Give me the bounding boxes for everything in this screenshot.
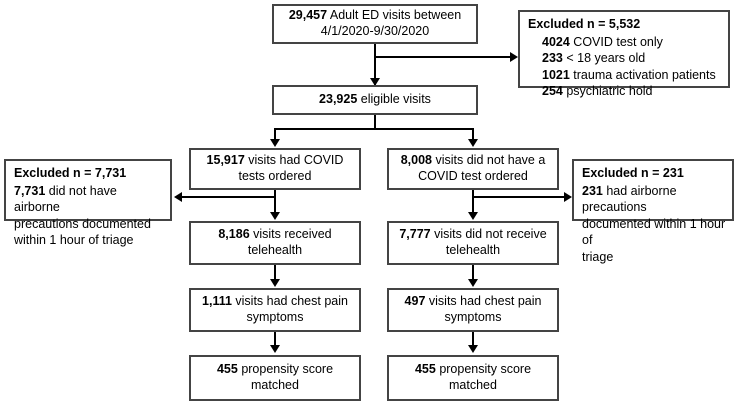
node-excluded-top: Excluded n = 5,532 4024 COVID test only … [518, 10, 730, 98]
arrow-to-telehealth-yes-icon [270, 212, 280, 220]
eligible-label: eligible visits [360, 92, 431, 107]
excluded-left-line2: precautions documented [14, 216, 151, 231]
connector-eligible-split [274, 128, 474, 130]
arrow-to-covid-not-tested-icon [468, 139, 478, 147]
matched-left-count: 455 [216, 362, 238, 377]
excluded-right-line1: 231 had airborne precautions [582, 183, 677, 215]
arrow-cohort-to-excluded-icon [510, 52, 518, 62]
node-chest-pain-right: 497 visits had chest pain symptoms [387, 288, 559, 332]
arrow-to-matched-left-icon [270, 345, 280, 353]
node-telehealth-no-text: 7,777 visits did not receive telehealth [393, 227, 552, 258]
connector-covid-not-tested-to-excluded-right [472, 196, 565, 198]
arrow-to-excluded-left-icon [174, 192, 182, 202]
eligible-count: 23,925 [319, 92, 358, 107]
arrow-to-matched-right-icon [468, 345, 478, 353]
excluded-top-item-2: 1021 trauma activation patients [542, 67, 716, 82]
telehealth-no-line2: telehealth [445, 243, 501, 257]
covid-tested-count: 15,917 [206, 153, 245, 168]
excluded-right-line3: triage [582, 249, 614, 264]
node-chest-pain-left-text: 1,111 visits had chest pain symptoms [196, 294, 354, 325]
connector-chest-pain-left-down [274, 332, 276, 349]
covid-tested-line2: tests ordered [238, 169, 312, 183]
cohort-total-count: 29,457 [288, 8, 328, 23]
connector-covid-tested-down [274, 190, 276, 218]
chest-pain-left-line2: symptoms [246, 310, 304, 324]
matched-right-line1: propensity score [439, 362, 532, 377]
node-covid-tested-text: 15,917 visits had COVID tests ordered [201, 153, 350, 184]
matched-right-count: 455 [414, 362, 436, 377]
node-covid-tested: 15,917 visits had COVID tests ordered [189, 148, 361, 190]
node-chest-pain-left: 1,111 visits had chest pain symptoms [189, 288, 361, 332]
telehealth-yes-line2: telehealth [247, 243, 303, 257]
connector-telehealth-no-down [472, 265, 474, 283]
excluded-top-item-1: 233 < 18 years old [542, 51, 646, 66]
telehealth-yes-line1: visits received [253, 227, 332, 242]
telehealth-yes-count: 8,186 [218, 227, 250, 242]
excluded-right-line2: documented within 1 hour of [582, 216, 726, 248]
arrow-cohort-to-eligible-icon [370, 78, 380, 86]
node-eligible-text: 23,925 eligible visits [313, 92, 437, 108]
node-covid-not-tested-text: 8,008 visits did not have a COVID test o… [395, 153, 552, 184]
excluded-top-item-0: 4024 COVID test only [542, 34, 663, 49]
arrow-to-chest-pain-left-icon [270, 279, 280, 287]
node-excluded-left-text: Excluded n = 7,731 7,731 did not have ai… [6, 161, 170, 254]
connector-eligible-down [374, 115, 376, 129]
node-cohort-total: 29,457 Adult ED visits between 4/1/2020-… [272, 4, 478, 44]
chest-pain-left-count: 1,111 [202, 294, 232, 309]
telehealth-no-line1: visits did not receive [434, 227, 547, 242]
connector-eligible-left-branch [274, 128, 276, 144]
chest-pain-right-count: 497 [404, 294, 426, 309]
node-telehealth-yes: 8,186 visits received telehealth [189, 221, 361, 265]
node-matched-left: 455 propensity score matched [189, 355, 361, 401]
node-telehealth-no: 7,777 visits did not receive telehealth [387, 221, 559, 265]
arrow-to-chest-pain-right-icon [468, 279, 478, 287]
matched-left-line1: propensity score [241, 362, 334, 377]
matched-right-line2: matched [449, 378, 497, 392]
connector-covid-tested-to-excluded-left [182, 196, 276, 198]
telehealth-no-count: 7,777 [399, 227, 431, 242]
node-eligible: 23,925 eligible visits [272, 85, 478, 115]
connector-chest-pain-right-down [472, 332, 474, 349]
node-matched-right-text: 455 propensity score matched [409, 362, 537, 393]
covid-not-tested-line2: COVID test ordered [418, 169, 528, 183]
covid-not-tested-line1: visits did not have a [435, 153, 546, 168]
node-excluded-left: Excluded n = 7,731 7,731 did not have ai… [4, 159, 172, 247]
excluded-left-line1: 7,731 did not have airborne [14, 183, 117, 215]
node-matched-left-text: 455 propensity score matched [211, 362, 339, 393]
arrow-to-covid-tested-icon [270, 139, 280, 147]
covid-tested-line1: visits had COVID [248, 153, 344, 168]
node-covid-not-tested: 8,008 visits did not have a COVID test o… [387, 148, 559, 190]
excluded-left-title: Excluded n = 7,731 [14, 166, 127, 180]
chest-pain-right-line2: symptoms [444, 310, 502, 324]
cohort-total-label: Adult ED visits between [329, 8, 462, 23]
node-excluded-right-text: Excluded n = 231 231 had airborne precau… [574, 161, 732, 270]
covid-not-tested-count: 8,008 [400, 153, 432, 168]
chest-pain-left-line1: visits had chest pain [235, 294, 348, 309]
excluded-top-item-3: 254 psychiatric hold [542, 84, 653, 99]
connector-covid-not-tested-down [472, 190, 474, 218]
excluded-left-line3: within 1 hour of triage [14, 233, 134, 248]
connector-telehealth-yes-down [274, 265, 276, 283]
cohort-total-dates: 4/1/2020-9/30/2020 [320, 24, 430, 38]
node-excluded-right: Excluded n = 231 231 had airborne precau… [572, 159, 734, 264]
arrow-to-excluded-right-icon [564, 192, 572, 202]
node-telehealth-yes-text: 8,186 visits received telehealth [212, 227, 337, 258]
arrow-to-telehealth-no-icon [468, 212, 478, 220]
matched-left-line2: matched [251, 378, 299, 392]
node-excluded-top-text: Excluded n = 5,532 4024 COVID test only … [520, 12, 728, 105]
connector-eligible-right-branch [472, 128, 474, 144]
excluded-top-title: Excluded n = 5,532 [528, 17, 641, 31]
connector-cohort-to-excluded [374, 56, 511, 58]
excluded-right-title: Excluded n = 231 [582, 166, 684, 180]
connector-cohort-down [374, 44, 376, 86]
chest-pain-right-line1: visits had chest pain [428, 294, 542, 309]
node-chest-pain-right-text: 497 visits had chest pain symptoms [399, 294, 548, 325]
node-cohort-total-text: 29,457 Adult ED visits between 4/1/2020-… [283, 8, 467, 39]
node-matched-right: 455 propensity score matched [387, 355, 559, 401]
